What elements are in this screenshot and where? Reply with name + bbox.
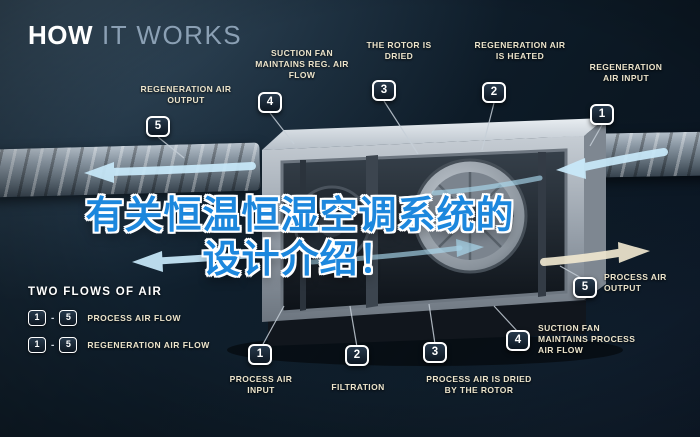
badge-process-air-input: 1 bbox=[248, 344, 272, 365]
badge-regeneration-air-output: 5 bbox=[146, 116, 170, 137]
title-word-how: HOW bbox=[28, 20, 94, 50]
legend-heading: TWO FLOWS OF AIR bbox=[28, 286, 163, 298]
badge-process-air-output: 5 bbox=[573, 277, 597, 298]
legend-badge-process-to: 5 bbox=[59, 310, 78, 326]
badge-rotor-is-dried: 3 bbox=[372, 80, 396, 101]
legend-row-regeneration-air: 1 - 5 REGENERATION AIR FLOW bbox=[28, 337, 210, 353]
title-word-it-works: IT WORKS bbox=[102, 20, 243, 50]
label-process-air-output: PROCESS AIR OUTPUT bbox=[604, 272, 667, 294]
label-regeneration-air-input: REGENERATION AIR INPUT bbox=[589, 62, 663, 84]
legend-separator-process: - bbox=[51, 312, 55, 324]
legend-separator-regen: - bbox=[51, 339, 55, 351]
legend-badge-regen-to: 5 bbox=[59, 337, 78, 353]
label-process-air-dried: PROCESS AIR IS DRIED BY THE ROTOR bbox=[426, 374, 532, 396]
label-regeneration-air-output: REGENERATION AIR OUTPUT bbox=[140, 84, 232, 106]
badge-regeneration-air-heated: 2 bbox=[482, 82, 506, 103]
label-suction-fan-process: SUCTION FAN MAINTAINS PROCESS AIR FLOW bbox=[538, 323, 636, 356]
process-fan bbox=[293, 185, 371, 263]
legend-label-process: PROCESS AIR FLOW bbox=[87, 313, 181, 323]
label-process-air-input: PROCESS AIR INPUT bbox=[229, 374, 293, 396]
badge-suction-fan-process: 4 bbox=[506, 330, 530, 351]
airflow-arrows bbox=[84, 148, 668, 272]
callout-lines bbox=[157, 100, 603, 348]
legend-badge-process-from: 1 bbox=[28, 310, 46, 326]
badge-suction-fan-reg: 4 bbox=[258, 92, 282, 113]
badge-regeneration-air-input: 1 bbox=[590, 104, 614, 125]
label-suction-fan-reg: SUCTION FAN MAINTAINS REG. AIR FLOW bbox=[255, 48, 349, 81]
legend-label-regeneration: REGENERATION AIR FLOW bbox=[87, 340, 210, 350]
watermark-line-2: 设计介绍！ bbox=[202, 239, 398, 281]
machine-body bbox=[227, 118, 623, 366]
legend: TWO FLOWS OF AIR 1 - 5 PROCESS AIR FLOW … bbox=[28, 286, 210, 364]
label-regeneration-air-heated: REGENERATION AIR IS HEATED bbox=[474, 40, 566, 62]
label-filtration: FILTRATION bbox=[331, 382, 385, 392]
legend-row-process-air: 1 - 5 PROCESS AIR FLOW bbox=[28, 310, 210, 326]
badge-filtration: 2 bbox=[345, 345, 369, 366]
legend-badge-regen-from: 1 bbox=[28, 337, 46, 353]
page-title: HOW IT WORKS bbox=[28, 20, 242, 51]
label-rotor-is-dried: THE ROTOR IS DRIED bbox=[366, 40, 432, 62]
badge-process-air-dried: 3 bbox=[423, 342, 447, 363]
watermark-line-1: 有关恒温恒湿空调系统的 bbox=[85, 195, 515, 237]
